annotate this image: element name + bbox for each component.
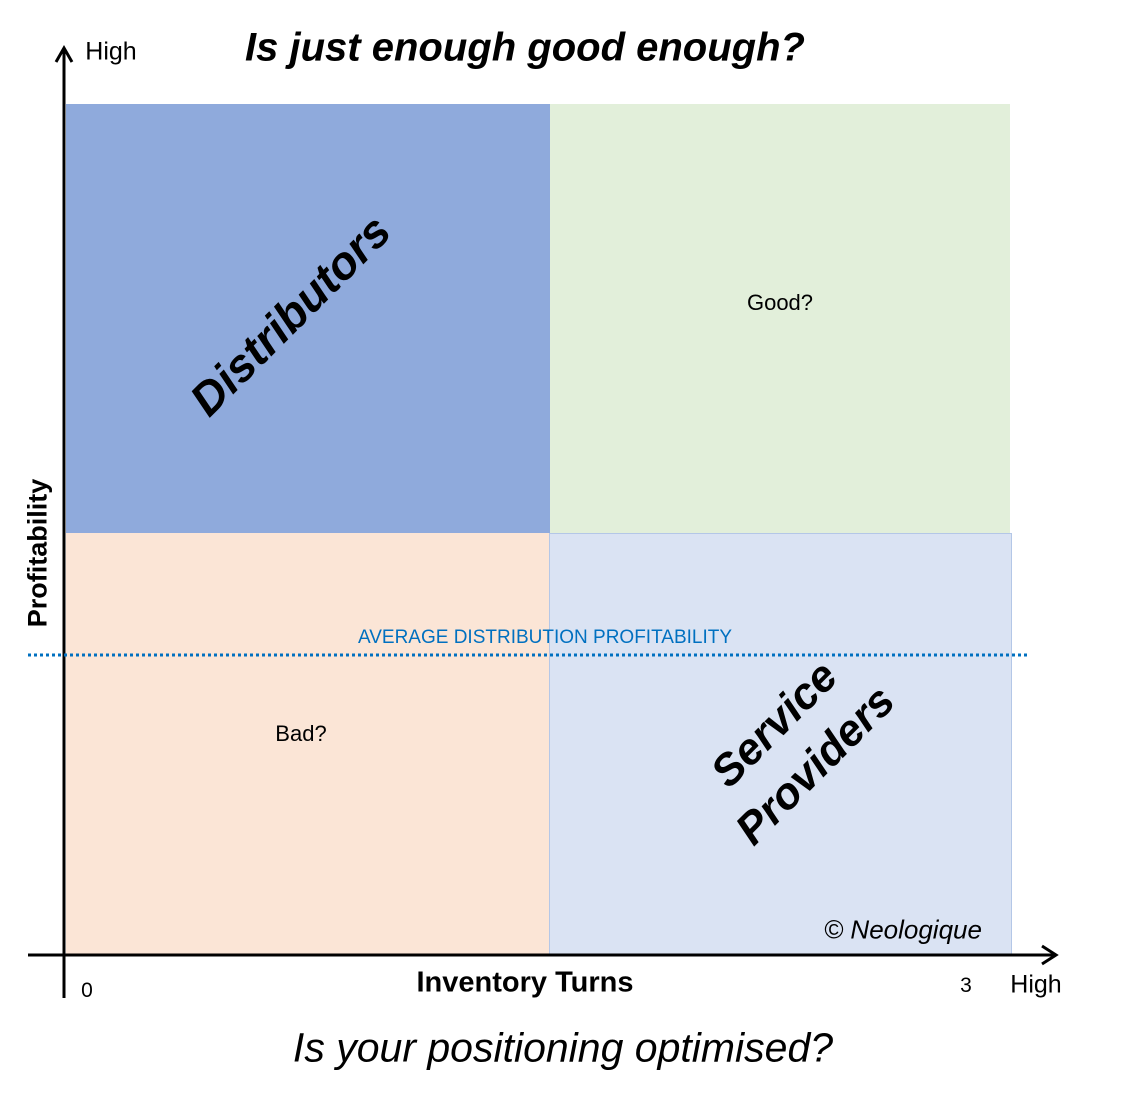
chart-title: Is just enough good enough? bbox=[245, 25, 805, 70]
quadrant-bottom-right bbox=[549, 533, 1012, 954]
average-line-label: AVERAGE DISTRIBUTION PROFITABILITY bbox=[357, 627, 733, 648]
copyright: © Neologique bbox=[824, 914, 982, 945]
x-axis-high-label: High bbox=[1010, 970, 1062, 999]
x-axis-min-label: 0 bbox=[81, 979, 93, 1002]
quadrant-bottom-left bbox=[66, 533, 550, 954]
x-axis-label: Inventory Turns bbox=[416, 966, 634, 999]
quadrant-label-bad: Bad? bbox=[275, 721, 327, 746]
x-axis-max-label: 3 bbox=[960, 974, 972, 997]
subtitle: Is your positioning optimised? bbox=[292, 1024, 834, 1071]
y-axis-high-label: High bbox=[85, 37, 137, 66]
x-axis-arrow-icon bbox=[1041, 944, 1059, 966]
quadrant-top-left bbox=[66, 104, 550, 533]
quadrant-top-right bbox=[550, 104, 1010, 533]
quadrant-label-good: Good? bbox=[746, 290, 814, 315]
y-axis-arrow-icon bbox=[54, 44, 74, 63]
y-axis-label: Profitability bbox=[22, 478, 53, 628]
